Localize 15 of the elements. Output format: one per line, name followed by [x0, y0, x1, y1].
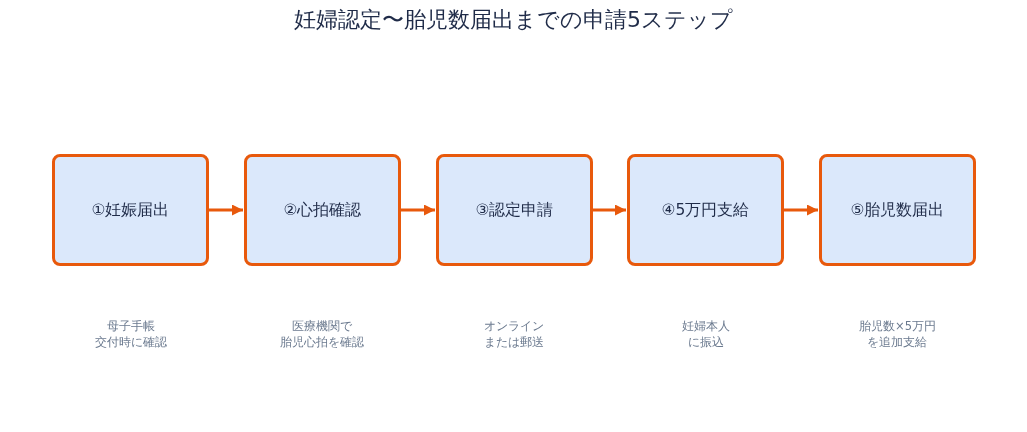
step-note: 医療機関で胎児心拍を確認 — [280, 318, 365, 350]
arrow — [401, 204, 435, 216]
step-box: ⑤胎児数届出 — [819, 154, 976, 266]
arrow — [784, 204, 818, 216]
step-box: ④5万円支給 — [627, 154, 784, 266]
step-note: オンラインまたは郵送 — [484, 318, 544, 350]
arrow — [593, 204, 626, 216]
step-box: ③認定申請 — [436, 154, 593, 266]
diagram-title: 妊婦認定〜胎児数届出までの申請5ステップ — [294, 7, 733, 32]
step-note: 母子手帳交付時に確認 — [94, 318, 167, 350]
step-note: 胎児数×5万円を追加支給 — [859, 318, 936, 350]
step-box: ①妊娠届出 — [52, 154, 209, 266]
step-note: 妊婦本人に振込 — [681, 318, 730, 350]
step-box: ②心拍確認 — [244, 154, 401, 266]
arrow — [209, 204, 243, 216]
